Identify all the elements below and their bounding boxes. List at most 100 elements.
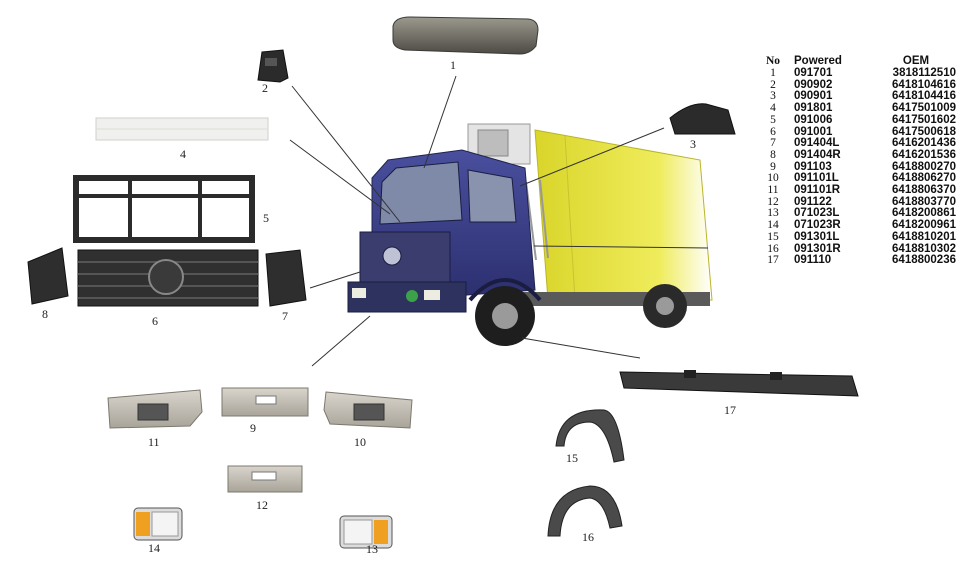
part-3-mirror-bracket-icon — [669, 103, 736, 135]
header-powered: Powered — [794, 55, 842, 67]
callout-12: 12 — [256, 498, 268, 512]
cell-oem: 6418200861 — [892, 207, 956, 220]
cell-powered: 091101L — [794, 172, 839, 185]
cell-powered: 091001 — [794, 125, 833, 138]
part-5-grille-frame-icon — [73, 175, 255, 243]
cell-powered: 091301L — [794, 230, 840, 243]
cell-powered: 091110 — [794, 254, 832, 267]
callout-17: 17 — [724, 403, 736, 417]
cell-oem: 6418810302 — [892, 242, 956, 255]
table-row: 15 091301L 6418810201 — [760, 230, 956, 244]
part-10-lamp-housing-icon — [323, 391, 413, 429]
parts-table: No Powered OEM 1 091701 3818112510 2 090902 6… — [760, 54, 956, 267]
callout-7: 7 — [282, 309, 288, 323]
cell-powered: 071023R — [794, 219, 841, 232]
cell-no: 9 — [770, 160, 776, 173]
cell-no: 3 — [770, 90, 776, 103]
cell-powered: 091701 — [794, 67, 833, 79]
cell-no: 4 — [770, 102, 776, 115]
part-17-bumper-bar-icon — [619, 370, 859, 397]
cell-powered: 091122 — [794, 195, 832, 208]
cell-powered: 071023L — [794, 207, 840, 220]
cell-oem: 6417501602 — [892, 113, 956, 126]
cell-no: 14 — [767, 219, 779, 232]
callout-10: 10 — [354, 435, 366, 449]
table-row: 16 091301R 6418810302 — [760, 242, 956, 256]
cell-oem: 6418800270 — [892, 160, 956, 173]
table-row: 10 091101L 6418806270 — [760, 173, 956, 185]
cell-oem: 6418200961 — [892, 219, 956, 232]
part-1-sun-visor-icon — [392, 16, 539, 55]
cell-oem: 6418806270 — [892, 172, 956, 185]
cell-no: 8 — [770, 148, 776, 161]
table-header: No Powered OEM — [760, 54, 956, 68]
table-row: 12 091122 6418803770 — [760, 195, 956, 209]
cell-powered: 091404R — [794, 148, 841, 161]
cell-oem: 6416201436 — [892, 137, 956, 150]
callout-16: 16 — [582, 530, 594, 544]
cell-powered: 091301R — [794, 242, 841, 255]
part-16-mudguard-icon — [547, 485, 623, 537]
callout-13: 13 — [366, 542, 378, 556]
part-11-lamp-housing-icon — [107, 389, 203, 429]
cell-no: 2 — [770, 78, 776, 91]
cell-oem: 6417501009 — [892, 102, 956, 115]
part-9-bracket-plate-icon — [221, 387, 309, 417]
cell-no: 1 — [770, 67, 776, 79]
table-row: 8 091404R 6416201536 — [760, 148, 956, 162]
callout-4: 4 — [180, 147, 186, 161]
callout-3: 3 — [690, 137, 696, 151]
table-row: 9 091103 6418800270 — [760, 160, 956, 174]
table-row: 1 091701 3818112510 — [760, 67, 956, 80]
callout-1: 1 — [450, 58, 456, 72]
part-15-mudguard-icon — [555, 409, 625, 463]
cell-no: 11 — [767, 184, 779, 197]
cell-no: 7 — [770, 137, 776, 150]
cell-oem: 6418104616 — [892, 78, 956, 91]
cell-oem: 6418803770 — [892, 195, 956, 208]
table-row: 4 091801 6417501009 — [760, 102, 956, 115]
cell-oem: 6416201536 — [892, 148, 956, 161]
cell-no: 16 — [767, 242, 779, 255]
part-12-bracket-plate-icon — [227, 465, 303, 493]
table-row: 14 071023R 6418200961 — [760, 219, 956, 232]
callout-11: 11 — [148, 435, 160, 449]
cell-oem: 6418800236 — [892, 254, 956, 267]
leader-lines — [289, 75, 709, 367]
cell-oem: 6418810201 — [892, 230, 956, 243]
cell-powered: 091801 — [794, 102, 833, 115]
cell-no: 15 — [767, 230, 779, 243]
part-8-corner-panel-icon — [27, 247, 69, 305]
cell-no: 5 — [770, 113, 776, 126]
callout-2: 2 — [262, 81, 268, 95]
part-7-corner-panel-icon — [265, 249, 307, 307]
cell-no: 13 — [767, 207, 779, 220]
table-row: 5 091006 6417501602 — [760, 113, 956, 127]
cell-powered: 091103 — [794, 160, 832, 173]
table-row: 17 091110 6418800236 — [760, 255, 956, 267]
table-row: 2 090902 6418104616 — [760, 78, 956, 92]
header-no: No — [765, 55, 781, 67]
table-row: 7 091404L 6416201436 — [760, 138, 956, 150]
table-row: 11 091101R 6418806370 — [760, 184, 956, 197]
cell-no: 10 — [767, 172, 779, 185]
cell-oem: 6417500618 — [892, 125, 956, 138]
cell-no: 6 — [770, 125, 776, 138]
cell-no: 12 — [767, 195, 779, 208]
cell-powered: 091006 — [794, 113, 833, 126]
cell-powered: 091404L — [794, 137, 840, 150]
cell-powered: 090902 — [794, 78, 833, 91]
part-13-headlamp-icon — [339, 515, 393, 549]
callout-5: 5 — [263, 211, 269, 225]
cell-no: 17 — [767, 254, 779, 267]
callout-8: 8 — [42, 307, 48, 321]
callout-9: 9 — [250, 421, 256, 435]
cell-oem: 3818112510 — [892, 67, 956, 79]
cell-powered: 091101R — [794, 184, 841, 197]
cell-oem: 6418806370 — [892, 184, 956, 197]
table-row: 13 071023L 6418200861 — [760, 208, 956, 220]
table-row: 6 091001 6417500618 — [760, 125, 956, 139]
